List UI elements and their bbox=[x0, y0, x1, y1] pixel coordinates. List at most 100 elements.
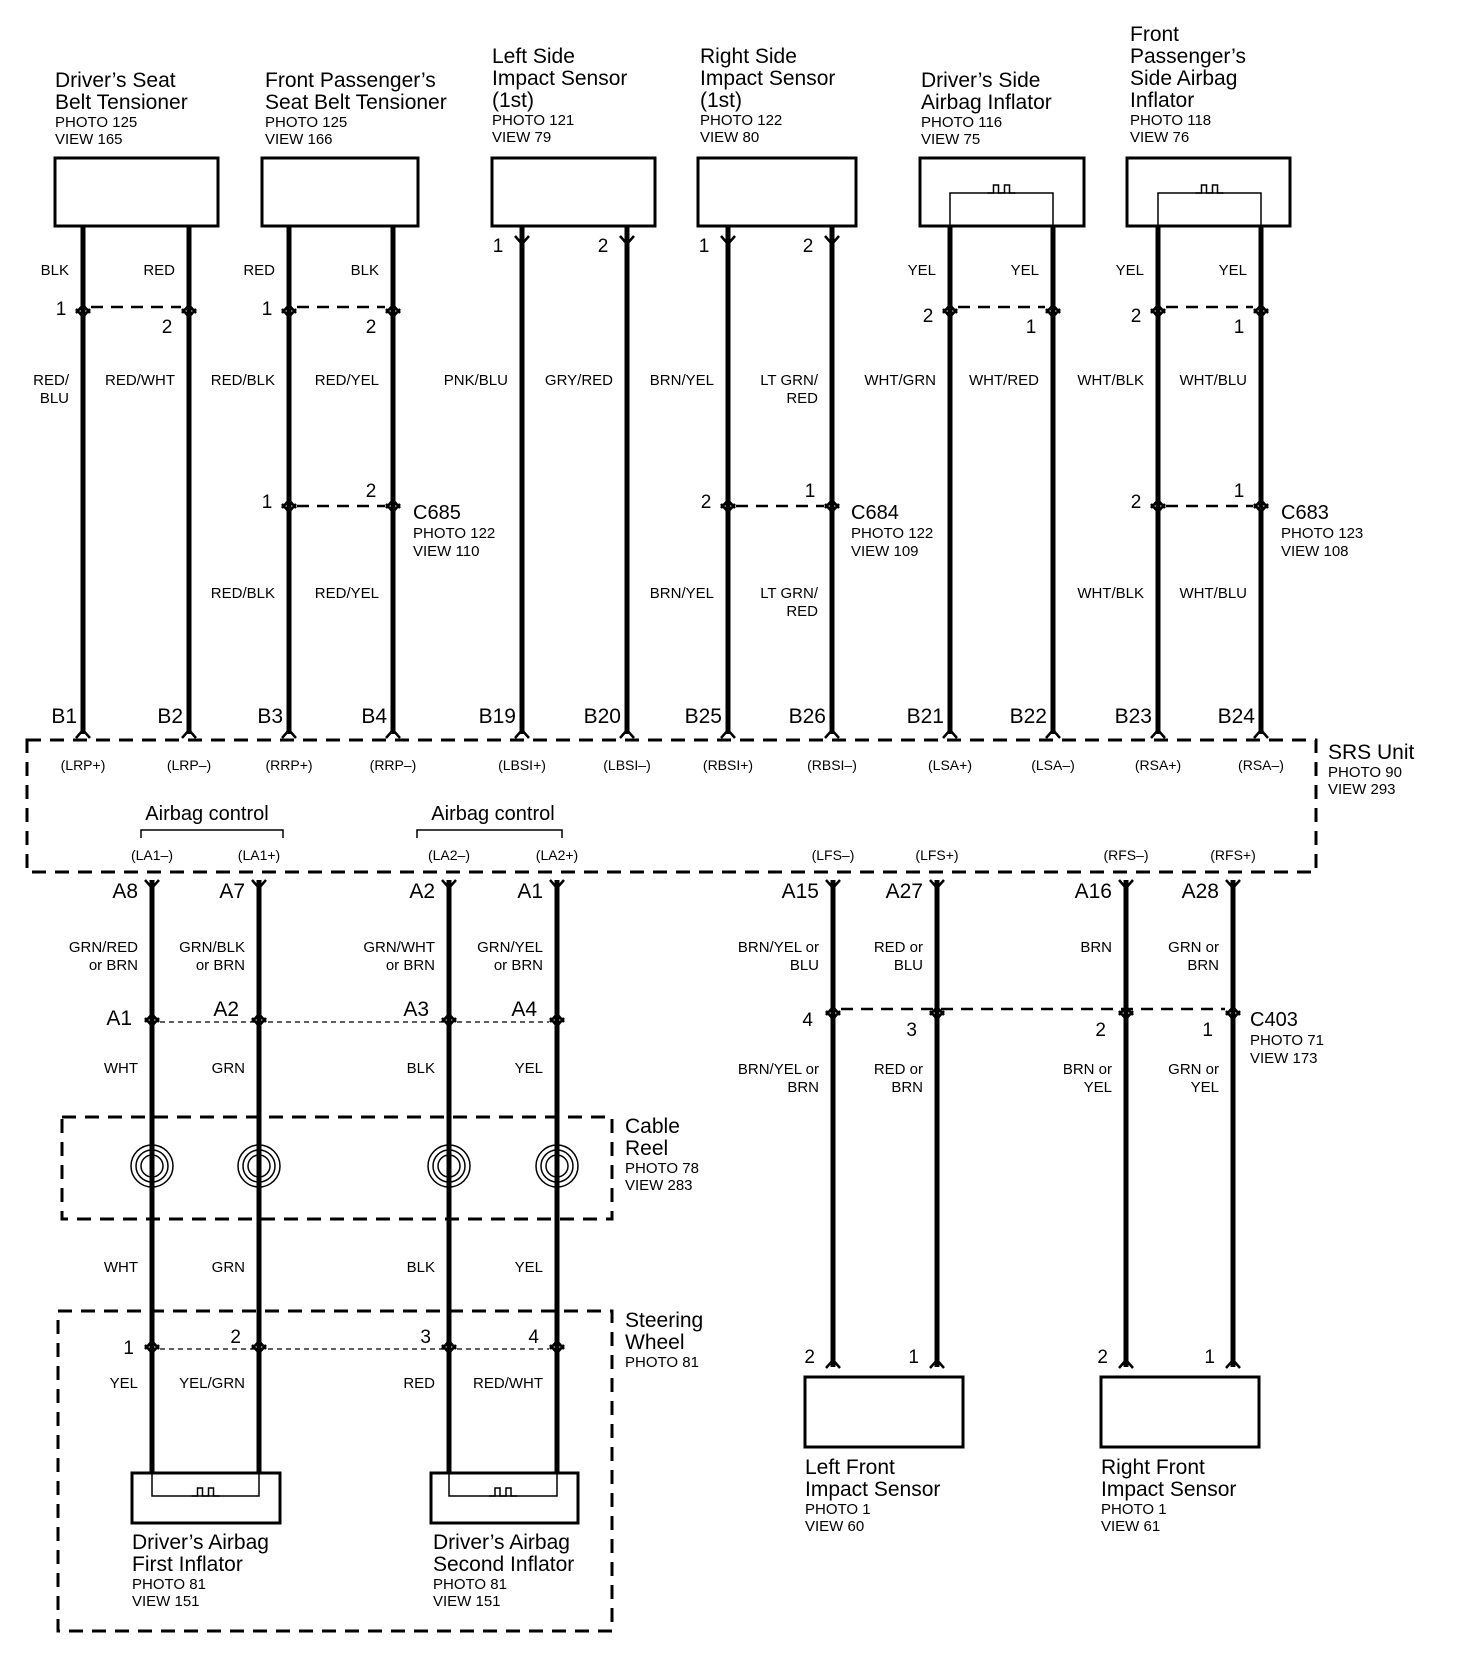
terminal-symbol bbox=[441, 879, 457, 890]
wire-color: BLU bbox=[894, 957, 923, 974]
wire-color: GRN/WHT bbox=[363, 939, 435, 956]
pin-number: 1 bbox=[908, 1347, 919, 1368]
terminal-symbol bbox=[144, 879, 160, 890]
terminal-symbol bbox=[549, 879, 565, 890]
terminal-symbol bbox=[929, 1010, 945, 1021]
terminal-symbol bbox=[181, 308, 197, 319]
component-name: Right Front bbox=[1101, 1456, 1205, 1479]
view-ref: VIEW 79 bbox=[492, 129, 551, 146]
cable-reel-coil bbox=[130, 1144, 174, 1188]
wire-color: WHT bbox=[104, 1060, 138, 1077]
terminal-symbol bbox=[281, 503, 297, 514]
terminal-symbol bbox=[1118, 1010, 1134, 1021]
component-name: Inflator bbox=[1130, 89, 1194, 112]
terminal-symbol bbox=[385, 503, 401, 514]
component-name: Front bbox=[1130, 23, 1179, 46]
wire-color: GRN or bbox=[1168, 939, 1219, 956]
pin-number: 2 bbox=[1095, 1020, 1106, 1041]
signal-name: (RSA–) bbox=[1238, 757, 1284, 773]
component-name: Driver’s Airbag bbox=[433, 1531, 570, 1554]
wire-color: GRN bbox=[212, 1259, 245, 1276]
terminal-symbol bbox=[1118, 879, 1134, 890]
terminal-symbol bbox=[251, 1344, 267, 1355]
pin-number: 2 bbox=[230, 1327, 241, 1348]
component-name: Impact Sensor bbox=[700, 67, 835, 90]
airbag-control-bracket bbox=[140, 829, 284, 838]
joint-id: A3 bbox=[403, 998, 429, 1021]
airbag-control-label: Airbag control bbox=[145, 803, 268, 825]
pin-number: 2 bbox=[803, 236, 814, 257]
wire-color: BRN bbox=[1080, 939, 1112, 956]
wire-color: RED bbox=[403, 1375, 435, 1392]
steering-wheel-box bbox=[56, 1309, 614, 1633]
terminal-symbol bbox=[75, 728, 91, 739]
wire-color: WHT/BLU bbox=[1180, 585, 1248, 602]
photo-ref: PHOTO 90 bbox=[1328, 764, 1402, 781]
terminal-symbol bbox=[824, 235, 840, 246]
wire-color: BRN bbox=[1187, 957, 1219, 974]
terminal-symbol bbox=[720, 503, 736, 514]
component-name: SRS Unit bbox=[1328, 741, 1415, 764]
view-ref: VIEW 151 bbox=[132, 1593, 200, 1610]
terminal-id: B24 bbox=[1218, 705, 1256, 728]
wire-color: RED/WHT bbox=[473, 1375, 543, 1392]
wire-color: GRN/RED bbox=[69, 939, 138, 956]
component-name: Steering bbox=[625, 1309, 703, 1332]
signal-name: (LBSI+) bbox=[498, 757, 546, 773]
cable-reel-coil bbox=[432, 1149, 466, 1183]
terminal-id: B21 bbox=[907, 705, 944, 728]
terminal-symbol bbox=[1045, 308, 1061, 319]
pin-number: 1 bbox=[1234, 317, 1245, 338]
sensor-box bbox=[1099, 1375, 1261, 1449]
view-ref: VIEW 75 bbox=[921, 131, 980, 148]
pin-number: 1 bbox=[262, 299, 273, 320]
wire-color: YEL bbox=[1219, 262, 1247, 279]
wire-color: YEL bbox=[515, 1259, 543, 1276]
terminal-id: B20 bbox=[584, 705, 621, 728]
wire-color: WHT/BLK bbox=[1077, 372, 1144, 389]
terminal-id: A27 bbox=[886, 880, 923, 903]
wire-color: PNK/BLU bbox=[444, 372, 508, 389]
terminal-id: A8 bbox=[112, 880, 138, 903]
view-ref: VIEW 173 bbox=[1250, 1050, 1318, 1067]
terminal-symbol bbox=[1150, 728, 1166, 739]
component-name: Impact Sensor bbox=[805, 1478, 940, 1501]
photo-ref: PHOTO 122 bbox=[413, 525, 495, 542]
terminal-symbol bbox=[385, 308, 401, 319]
terminal-id: A16 bbox=[1075, 880, 1112, 903]
view-ref: VIEW 60 bbox=[805, 1518, 864, 1535]
pin-number: 1 bbox=[1204, 1347, 1215, 1368]
photo-ref: PHOTO 81 bbox=[625, 1354, 699, 1371]
terminal-id: B25 bbox=[685, 705, 722, 728]
component-name: Wheel bbox=[625, 1331, 685, 1354]
wire-color: BRN/YEL bbox=[650, 372, 714, 389]
signal-name: (RFS+) bbox=[1210, 847, 1256, 863]
wire-color: BRN bbox=[787, 1079, 819, 1096]
wire-color: GRN/BLK bbox=[179, 939, 245, 956]
component-name: Driver’s Side bbox=[921, 69, 1040, 92]
wire-color: WHT/RED bbox=[969, 372, 1039, 389]
terminal-symbol bbox=[825, 1358, 841, 1369]
terminal-symbol bbox=[825, 1010, 841, 1021]
terminal-symbol bbox=[1150, 308, 1166, 319]
pin-number: 2 bbox=[1131, 492, 1142, 513]
terminal-id: B2 bbox=[157, 705, 183, 728]
wire-color: RED/ bbox=[33, 372, 70, 389]
pin-number: 1 bbox=[123, 1338, 134, 1359]
wire-color: RED or bbox=[874, 939, 923, 956]
inflator-box bbox=[130, 1471, 282, 1525]
component-name: Impact Sensor bbox=[492, 67, 627, 90]
terminal-symbol bbox=[514, 235, 530, 246]
terminal-id: B22 bbox=[1010, 705, 1047, 728]
wire-color: YEL bbox=[1191, 1079, 1219, 1096]
pin-number: 1 bbox=[493, 236, 504, 257]
component-name: Airbag Inflator bbox=[921, 91, 1052, 114]
view-ref: VIEW 110 bbox=[413, 543, 479, 560]
terminal-id: A1 bbox=[517, 880, 543, 903]
airbag-control-label: Airbag control bbox=[431, 803, 554, 825]
pin-number: 2 bbox=[701, 492, 712, 513]
terminal-id: A28 bbox=[1182, 880, 1219, 903]
terminal-symbol bbox=[1225, 1010, 1241, 1021]
signal-name: (RSA+) bbox=[1135, 757, 1181, 773]
component-name: Belt Tensioner bbox=[55, 91, 188, 114]
